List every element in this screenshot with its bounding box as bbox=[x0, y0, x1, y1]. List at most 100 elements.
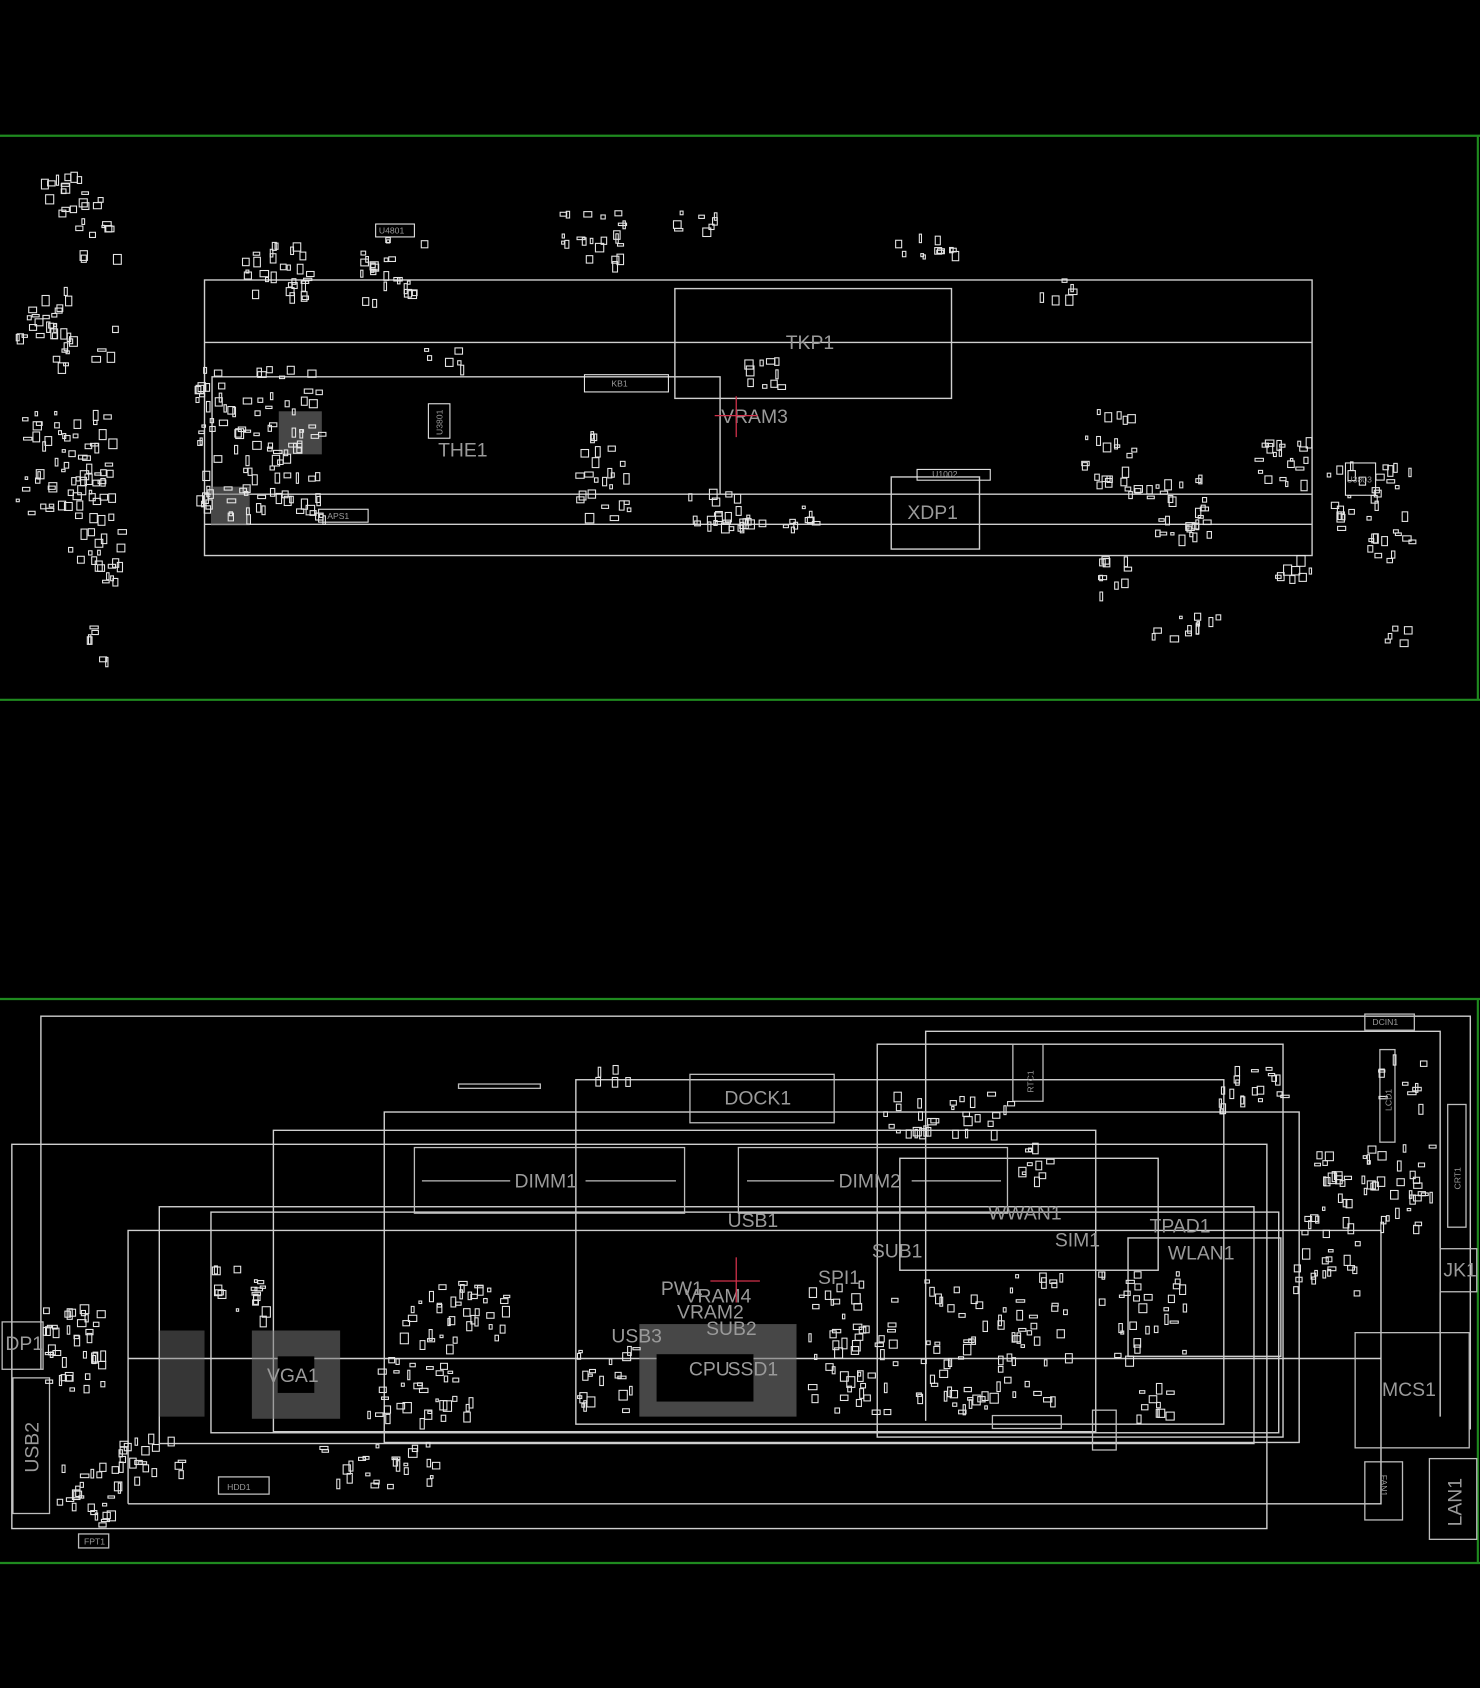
component-pad[interactable] bbox=[990, 1129, 998, 1141]
component-pad[interactable] bbox=[196, 495, 205, 507]
component-pad[interactable] bbox=[1321, 1206, 1326, 1211]
component-pad[interactable] bbox=[1153, 627, 1162, 634]
component-pad[interactable] bbox=[1370, 494, 1378, 504]
component-pad[interactable] bbox=[1240, 1095, 1245, 1105]
component-pad[interactable] bbox=[277, 459, 284, 466]
component-pad[interactable] bbox=[1189, 532, 1194, 538]
component-pad[interactable] bbox=[73, 419, 82, 429]
component-pad[interactable] bbox=[725, 491, 733, 498]
component-pad[interactable] bbox=[308, 424, 317, 429]
component-pad[interactable] bbox=[34, 411, 39, 417]
component-pad[interactable] bbox=[934, 235, 941, 246]
component-pad[interactable] bbox=[458, 1280, 468, 1286]
component-pad[interactable] bbox=[92, 479, 100, 487]
component-pad[interactable] bbox=[289, 495, 294, 504]
component-pad[interactable] bbox=[35, 332, 45, 339]
component-pad[interactable] bbox=[243, 271, 252, 280]
component-pad[interactable] bbox=[63, 286, 68, 297]
component-pad[interactable] bbox=[195, 396, 200, 404]
component-pad[interactable] bbox=[227, 406, 236, 415]
component-pad[interactable] bbox=[102, 579, 110, 584]
component-pad[interactable] bbox=[585, 255, 594, 264]
component-pad[interactable] bbox=[858, 1280, 865, 1289]
component-pad[interactable] bbox=[1164, 479, 1172, 491]
component-pad[interactable] bbox=[581, 1403, 586, 1408]
component-pad[interactable] bbox=[383, 1405, 392, 1414]
component-pad[interactable] bbox=[589, 237, 594, 245]
component-pad[interactable] bbox=[407, 1314, 418, 1323]
component-pad[interactable] bbox=[466, 1321, 473, 1332]
component-pad[interactable] bbox=[75, 512, 83, 520]
component-pad[interactable] bbox=[431, 1461, 441, 1470]
component-pad[interactable] bbox=[290, 246, 295, 256]
component-pad[interactable] bbox=[1367, 545, 1374, 553]
component-pad[interactable] bbox=[58, 430, 62, 436]
component-pad[interactable] bbox=[851, 1293, 861, 1305]
component-pad[interactable] bbox=[234, 444, 239, 455]
component-pad[interactable] bbox=[1178, 534, 1186, 547]
component-pad[interactable] bbox=[476, 1285, 484, 1296]
component-pad[interactable] bbox=[463, 1308, 471, 1317]
component-pad[interactable] bbox=[1056, 1329, 1065, 1339]
component-pad[interactable] bbox=[924, 1279, 930, 1284]
component-pad[interactable] bbox=[1336, 465, 1344, 475]
component-pad[interactable] bbox=[947, 1304, 955, 1313]
component-pad[interactable] bbox=[808, 1333, 812, 1343]
component-pad[interactable] bbox=[1366, 1180, 1376, 1190]
component-pad[interactable] bbox=[629, 1385, 633, 1396]
component-pad[interactable] bbox=[388, 1356, 396, 1364]
component-pad[interactable] bbox=[918, 233, 923, 244]
component-pad[interactable] bbox=[1417, 1191, 1426, 1197]
component-pad[interactable] bbox=[561, 233, 565, 239]
component-pad[interactable] bbox=[586, 1396, 596, 1408]
component-pad[interactable] bbox=[94, 472, 102, 476]
component-pad[interactable] bbox=[943, 1390, 948, 1402]
component-pad[interactable] bbox=[178, 1470, 184, 1480]
component-pad[interactable] bbox=[713, 212, 718, 221]
component-pad[interactable] bbox=[1349, 461, 1354, 472]
component-pad[interactable] bbox=[1064, 1353, 1073, 1364]
component-pad[interactable] bbox=[94, 560, 103, 572]
component-pad[interactable] bbox=[853, 1302, 863, 1311]
component-pad[interactable] bbox=[1028, 1314, 1038, 1319]
component-pad[interactable] bbox=[226, 498, 237, 504]
component-pad[interactable] bbox=[947, 1357, 953, 1368]
component-pad[interactable] bbox=[16, 333, 25, 345]
component-pad[interactable] bbox=[134, 1476, 141, 1486]
component-pad[interactable] bbox=[61, 449, 66, 453]
component-pad[interactable] bbox=[982, 1320, 988, 1333]
component-pad[interactable] bbox=[141, 1446, 150, 1456]
component-pad[interactable] bbox=[949, 246, 954, 254]
component-pad[interactable] bbox=[1408, 539, 1417, 545]
component-pad[interactable] bbox=[612, 1064, 619, 1075]
component-pad[interactable] bbox=[1343, 1254, 1351, 1266]
component-pad[interactable] bbox=[362, 297, 370, 306]
component-pad[interactable] bbox=[291, 278, 297, 285]
component-pad[interactable] bbox=[151, 1443, 160, 1452]
component-pad[interactable] bbox=[87, 634, 92, 645]
component-pad[interactable] bbox=[1402, 1144, 1407, 1153]
component-pad[interactable] bbox=[60, 183, 70, 187]
component-pad[interactable] bbox=[104, 462, 114, 467]
component-pad[interactable] bbox=[1200, 504, 1206, 512]
component-pad[interactable] bbox=[91, 629, 99, 636]
component-pad[interactable] bbox=[232, 406, 237, 418]
component-pad[interactable] bbox=[68, 546, 74, 553]
component-pad[interactable] bbox=[1298, 572, 1307, 582]
component-pad[interactable] bbox=[1257, 1098, 1264, 1103]
component-pad[interactable] bbox=[45, 1379, 54, 1384]
component-pad[interactable] bbox=[44, 1326, 51, 1337]
component-pad[interactable] bbox=[292, 242, 302, 252]
component-pad[interactable] bbox=[934, 1341, 941, 1346]
component-pad[interactable] bbox=[1327, 1172, 1338, 1185]
component-pad[interactable] bbox=[303, 277, 313, 282]
component-pad[interactable] bbox=[96, 1310, 106, 1319]
component-pad[interactable] bbox=[499, 1324, 506, 1334]
component-pad[interactable] bbox=[407, 1369, 411, 1381]
component-pad[interactable] bbox=[301, 295, 310, 301]
component-pad[interactable] bbox=[148, 1433, 155, 1445]
component-pad[interactable] bbox=[112, 253, 122, 265]
component-pad[interactable] bbox=[79, 1481, 84, 1488]
component-pad[interactable] bbox=[470, 1314, 476, 1325]
